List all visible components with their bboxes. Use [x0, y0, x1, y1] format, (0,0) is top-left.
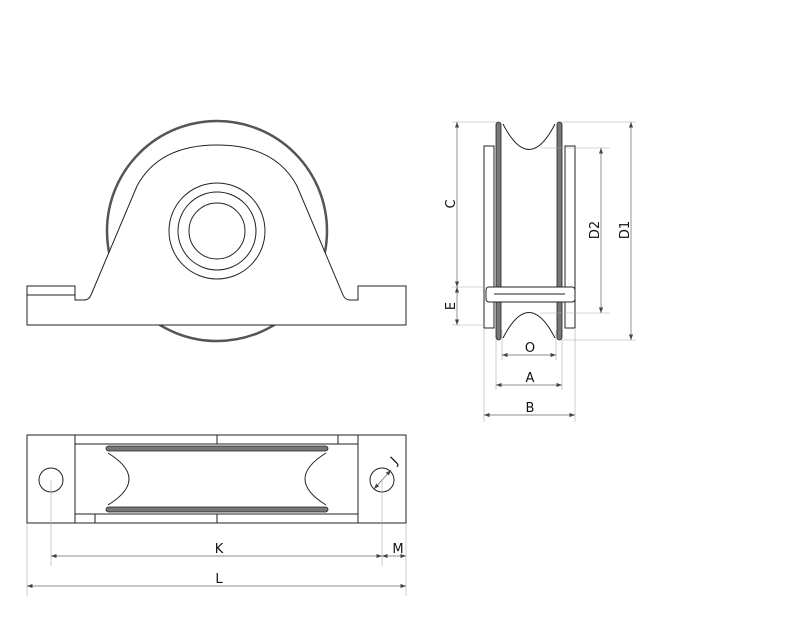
groove-bottom: [502, 312, 556, 339]
groove-top: [502, 123, 556, 150]
label-d1: D1: [618, 221, 633, 239]
groove-left: [107, 452, 130, 506]
bracket-body: [26, 144, 407, 326]
bearing-outer: [168, 182, 266, 280]
label-o: O: [525, 341, 535, 356]
label-d2: D2: [588, 221, 603, 239]
bearing-mid: [177, 191, 257, 271]
bearing-bore: [188, 202, 246, 260]
label-k: K: [215, 542, 224, 557]
wheel-flange-left: [495, 121, 502, 341]
bracket-plate-right: [564, 145, 576, 329]
label-m: M: [392, 542, 403, 557]
label-l: L: [215, 572, 223, 587]
label-b: B: [526, 401, 535, 416]
wheel-flange-bottom: [105, 506, 329, 513]
wheel-flange-right: [556, 121, 563, 341]
front-view: [26, 119, 407, 343]
wheel-outline: [105, 119, 329, 343]
label-e: E: [444, 302, 459, 310]
wheel-flange-top: [105, 445, 329, 452]
top-view: J K M L: [26, 434, 407, 596]
dim-j: [373, 469, 392, 490]
bracket-plate-left: [483, 145, 495, 329]
label-j: J: [387, 454, 401, 468]
label-c: C: [444, 199, 459, 208]
groove-right: [304, 452, 327, 506]
side-view: C E D2 D1 O A B: [444, 121, 636, 422]
label-a: A: [526, 371, 535, 386]
